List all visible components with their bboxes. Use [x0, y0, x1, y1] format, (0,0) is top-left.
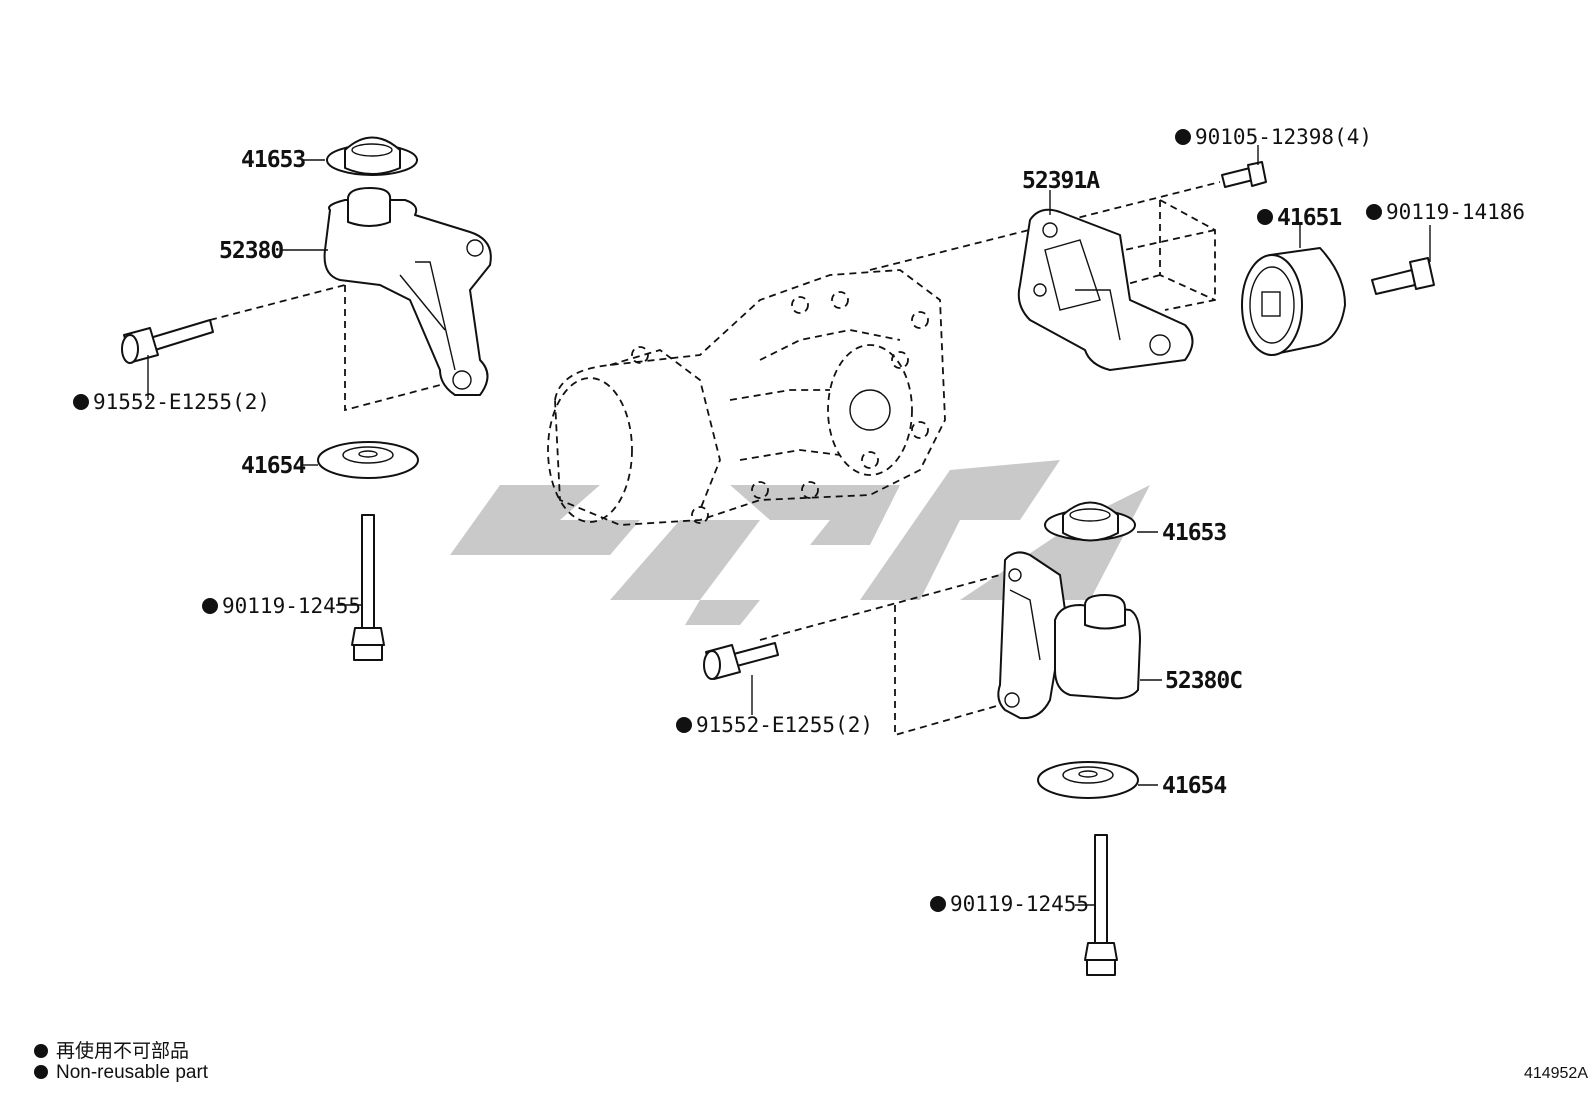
leader-lines: [147, 145, 1431, 906]
label-41651: 41651: [1277, 205, 1341, 231]
non-reusable-marker: [930, 896, 946, 912]
bolt-91552-left: [121, 319, 214, 364]
label-52380: 52380: [219, 238, 283, 264]
label-52391A: 52391A: [1022, 168, 1100, 194]
label-90105-12398: 90105-12398(4): [1195, 125, 1372, 149]
mount-bracket-52380C: [997, 551, 1141, 720]
label-90119-14186: 90119-14186: [1386, 200, 1525, 224]
figure-number: 414952A: [1523, 1065, 1588, 1082]
non-reusable-marker: [1175, 129, 1191, 145]
label-52380C: 52380C: [1165, 668, 1242, 694]
washer-41654-right: [1037, 761, 1139, 799]
bolt-90119-14186: [1371, 257, 1435, 295]
long-bolt-90119-12455-left: [351, 514, 385, 661]
label-91552-left: 91552-E1255(2): [93, 390, 270, 414]
legend-line-english: Non-reusable part: [34, 1062, 208, 1084]
label-41653-left: 41653: [241, 147, 305, 173]
non-reusable-marker: [73, 394, 89, 410]
label-41654-right: 41654: [1162, 773, 1226, 799]
label-41653-right: 41653: [1162, 520, 1226, 546]
legend-text-japanese: 再使用不可部品: [56, 1041, 190, 1062]
label-91552-right: 91552-E1255(2): [696, 713, 873, 737]
label-41654-left: 41654: [241, 453, 305, 479]
long-bolt-90119-12455-right: [1084, 834, 1118, 976]
bushing-41651: [1241, 247, 1346, 356]
non-reusable-marker: [1257, 209, 1273, 225]
bracket-52391A: [1017, 208, 1194, 371]
bullet-dot-icon: [34, 1044, 48, 1058]
non-reusable-marker: [676, 717, 692, 733]
non-reusable-marker: [202, 598, 218, 614]
part-labels: 41653 52380 91552-E1255(2) 41654 90119-1…: [73, 125, 1525, 916]
non-reusable-marker: [1366, 204, 1382, 220]
washer-41654-left: [317, 441, 419, 479]
differential-housing: [547, 269, 946, 526]
bullet-dot-icon: [34, 1065, 48, 1079]
legend-text-english: Non-reusable part: [56, 1062, 209, 1083]
bolt-90105-12398: [1221, 161, 1267, 188]
label-90119-12455-left: 90119-12455: [222, 594, 361, 618]
legend-line-japanese: 再使用不可部品: [34, 1036, 189, 1063]
cushion-41653-upper-left: [326, 136, 418, 176]
label-90119-12455-right: 90119-12455: [950, 892, 1089, 916]
bolt-91552-right: [703, 642, 779, 680]
mount-bracket-52380: [323, 187, 492, 396]
cushion-41653-right: [1044, 501, 1136, 542]
